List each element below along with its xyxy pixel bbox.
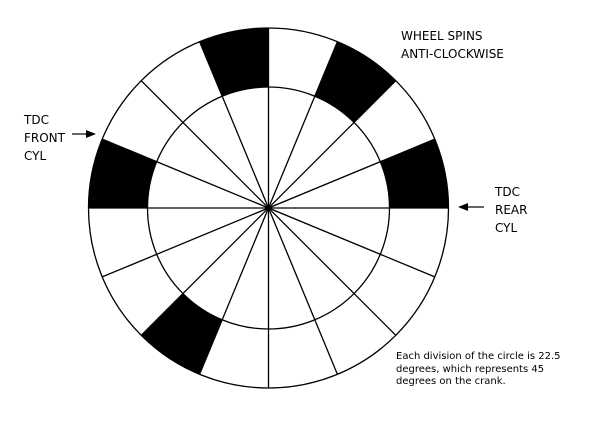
black-segments <box>88 28 449 375</box>
rotation-direction-label: WHEEL SPINS ANTI-CLOCKWISE <box>401 27 504 63</box>
spokes <box>88 28 449 388</box>
black-segment-4 <box>88 139 157 208</box>
tdc-front-line-3: CYL <box>24 149 47 163</box>
tdc-front-line-2: FRONT <box>24 131 65 145</box>
black-segment-1 <box>380 139 449 208</box>
arrow-right-icon <box>72 130 96 138</box>
tdc-rear-line-2: REAR <box>495 203 528 217</box>
black-segment-3 <box>199 28 269 97</box>
tdc-front-line-1: TDC <box>24 113 49 127</box>
arrow-left-icon <box>458 203 484 211</box>
rotation-label-line-1: WHEEL SPINS <box>401 29 483 43</box>
tdc-front-cyl-label: TDC FRONT CYL <box>24 111 65 165</box>
tdc-rear-line-3: CYL <box>495 221 518 235</box>
black-segment-2 <box>314 41 396 123</box>
division-note: Each division of the circle is 22.5 degr… <box>396 351 561 387</box>
black-segment-5 <box>141 293 223 375</box>
spoke-line-8 <box>101 138 436 278</box>
tdc-rear-cyl-label: TDC REAR CYL <box>495 183 527 237</box>
rotation-label-line-2: ANTI-CLOCKWISE <box>401 47 504 61</box>
arrows <box>72 130 484 211</box>
tdc-rear-line-1: TDC <box>495 185 520 199</box>
